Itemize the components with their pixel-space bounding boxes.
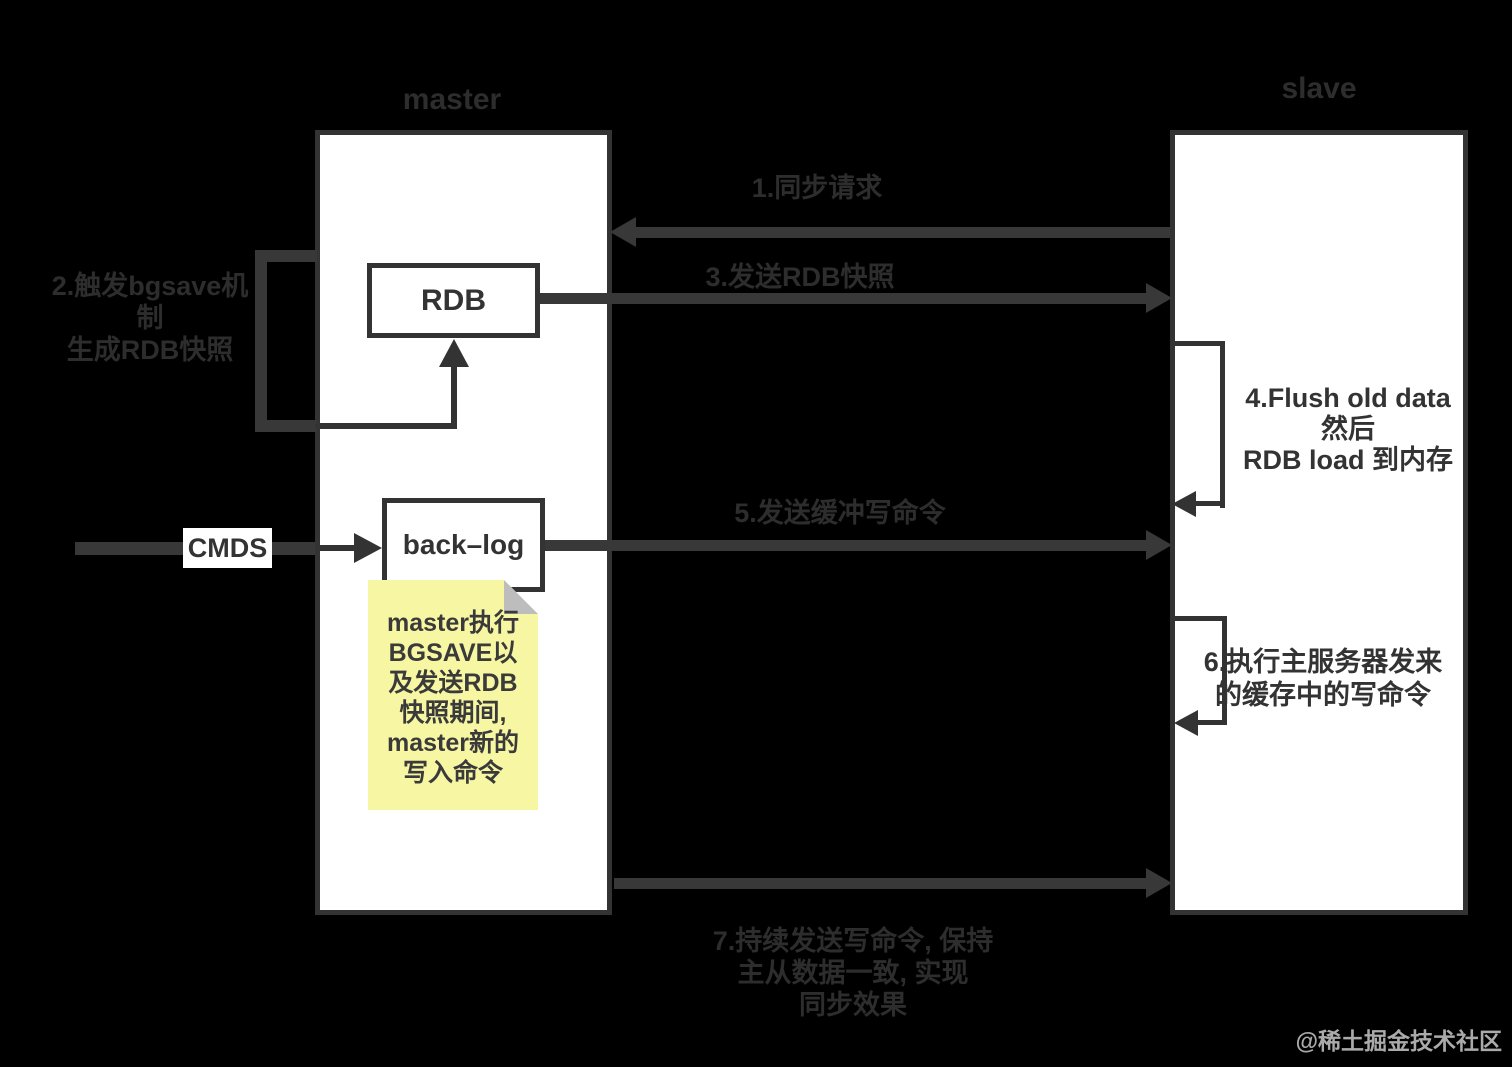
step2-loop-vertical-line bbox=[255, 250, 267, 432]
step4-loop-bottom-line bbox=[1196, 501, 1225, 506]
step2-line: 生成RDB快照 bbox=[66, 335, 234, 365]
step6-arrowhead-left-icon bbox=[1174, 710, 1198, 736]
step4-line: RDB load 到内存 bbox=[1242, 445, 1453, 475]
step2-side-note: 2.触发bgsave机制 生成RDB快照 bbox=[40, 270, 260, 366]
step2-loop-inner-vertical bbox=[451, 360, 457, 429]
step7-line: 同步效果 bbox=[799, 990, 907, 1020]
master-title: master bbox=[402, 83, 502, 116]
note-line: 及发送RDB bbox=[388, 669, 518, 697]
step2-line: 2.触发bgsave机制 bbox=[51, 271, 249, 333]
step4-text: 4.Flush old data 然后 RDB load 到内存 bbox=[1230, 383, 1466, 476]
step3-arrow-line bbox=[540, 293, 1148, 304]
cmds-inner-line bbox=[315, 545, 357, 551]
note-line: master执行 bbox=[387, 609, 519, 637]
step1-arrow-line bbox=[634, 227, 1170, 238]
sticky-note-background bbox=[368, 580, 538, 810]
step3-label: 3.发送RDB快照 bbox=[705, 262, 895, 292]
step4-line: 4.Flush old data bbox=[1245, 383, 1451, 413]
step1-label: 1.同步请求 bbox=[751, 173, 883, 203]
step1-arrowhead-left-icon bbox=[610, 217, 636, 247]
cmds-label: CMDS bbox=[187, 532, 268, 563]
step6-loop-top-line bbox=[1170, 616, 1227, 621]
step6-loop-vertical-line bbox=[1222, 616, 1227, 725]
step6-text: 6.执行主服务器发来 的缓存中的写命令 bbox=[1186, 646, 1460, 712]
folded-corner-icon bbox=[504, 580, 538, 614]
cmds-label-chip: CMDS bbox=[183, 528, 272, 568]
backlog-box: back–log bbox=[382, 498, 545, 592]
slave-title: slave bbox=[1281, 72, 1357, 105]
note-line: BGSAVE以 bbox=[388, 639, 518, 667]
step7-line: 主从数据一致, 实现 bbox=[737, 958, 969, 988]
step5-arrow-line bbox=[545, 540, 1146, 551]
step4-loop-top-line bbox=[1170, 341, 1225, 346]
step6-line: 6.执行主服务器发来 bbox=[1203, 647, 1443, 677]
step4-line: 然后 bbox=[1321, 414, 1375, 444]
rdb-box: RDB bbox=[367, 263, 540, 338]
step4-loop-vertical-line bbox=[1220, 341, 1225, 508]
slave-lifeline-box bbox=[1170, 130, 1468, 915]
note-line: 写入命令 bbox=[402, 759, 503, 787]
step5-arrowhead-right-icon bbox=[1146, 530, 1172, 560]
sticky-note-text: master执行 BGSAVE以 及发送RDB 快照期间, master新的 写… bbox=[368, 608, 538, 788]
watermark: @稀土掘金技术社区 bbox=[1295, 1028, 1502, 1054]
note-line: 快照期间, bbox=[399, 699, 507, 727]
rdb-label: RDB bbox=[421, 283, 486, 317]
step2-loop-inner-line bbox=[315, 423, 456, 429]
step7-arrow-line bbox=[614, 878, 1146, 889]
backlog-label: back–log bbox=[402, 529, 525, 560]
step6-loop-bottom-line bbox=[1198, 720, 1227, 725]
step4-arrowhead-left-icon bbox=[1172, 491, 1196, 517]
step2-arrowhead-up-icon bbox=[439, 339, 469, 367]
step7-line: 7.持续发送写命令, 保持 bbox=[712, 926, 994, 956]
step2-loop-bottom-line bbox=[255, 420, 317, 432]
note-line: master新的 bbox=[387, 729, 519, 757]
step5-label: 5.发送缓冲写命令 bbox=[734, 498, 946, 528]
cmds-arrowhead-right-icon bbox=[354, 533, 382, 563]
step3-arrowhead-right-icon bbox=[1146, 283, 1172, 313]
step2-loop-top-line bbox=[255, 250, 317, 262]
sticky-note: master执行 BGSAVE以 及发送RDB 快照期间, master新的 写… bbox=[368, 580, 538, 810]
step6-line: 的缓存中的写命令 bbox=[1215, 680, 1431, 710]
step7-text: 7.持续发送写命令, 保持 主从数据一致, 实现 同步效果 bbox=[700, 925, 1006, 1021]
step7-arrowhead-right-icon bbox=[1146, 868, 1172, 898]
